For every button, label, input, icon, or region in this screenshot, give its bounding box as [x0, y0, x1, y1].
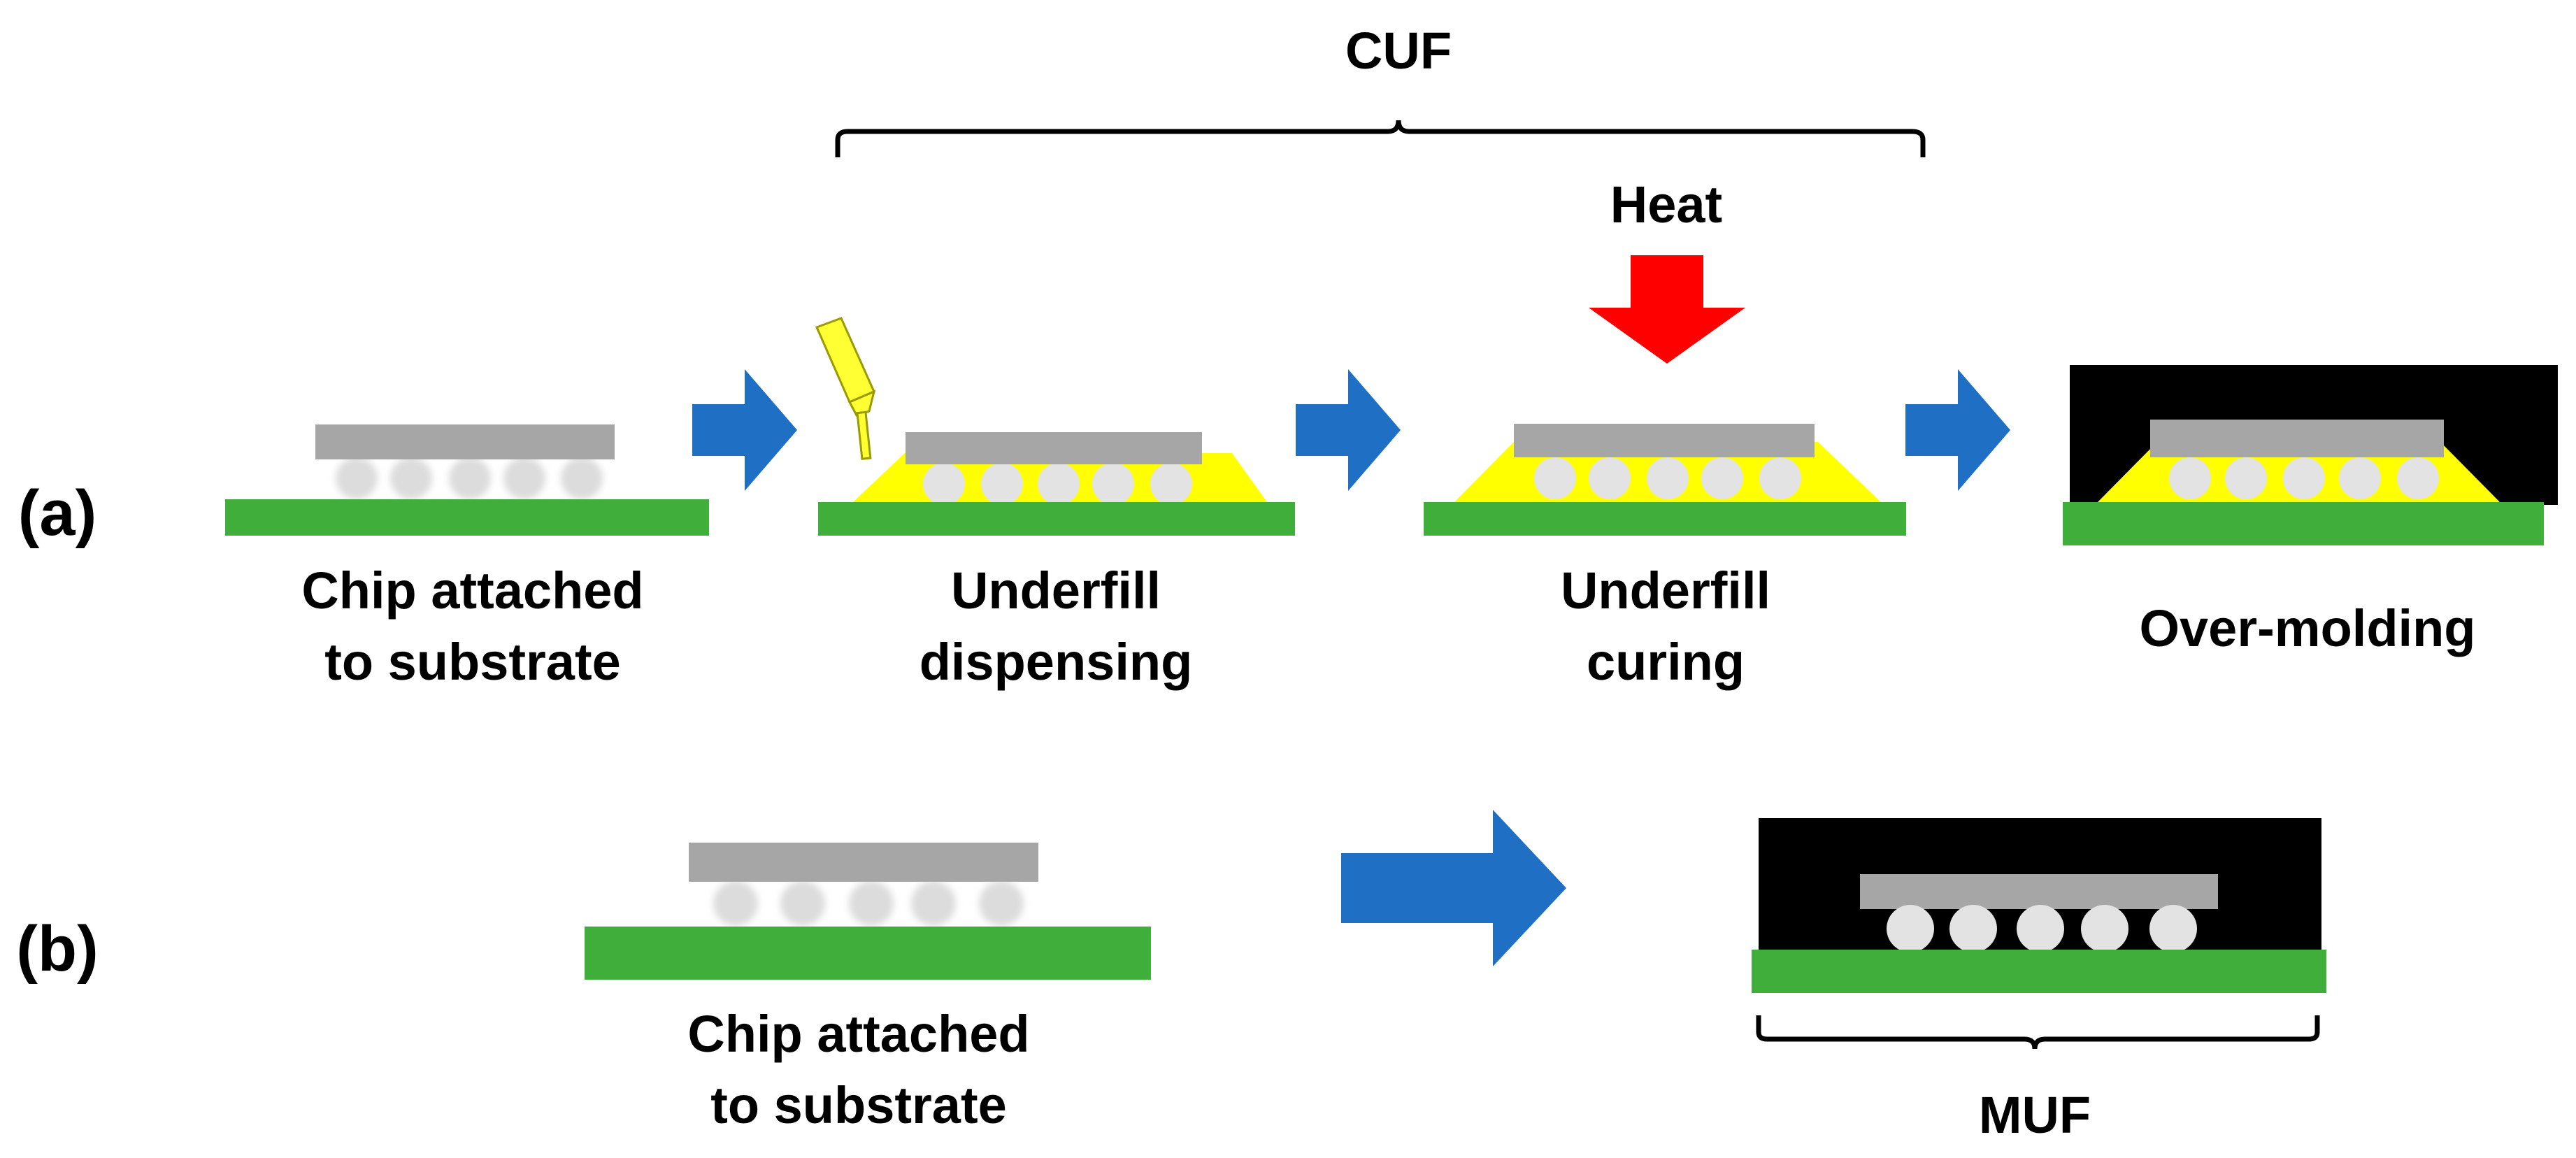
substrate	[1424, 502, 1906, 536]
solder-ball	[2397, 457, 2439, 499]
process-arrow-icon	[1296, 369, 1401, 491]
solder-ball	[713, 881, 758, 926]
step-dispensing-label-2: dispensing	[920, 633, 1193, 691]
row-b-label: (b)	[16, 913, 98, 985]
assembly-chip-attached-a	[225, 424, 709, 536]
solder-ball	[1038, 463, 1080, 505]
chip	[2150, 420, 2444, 457]
substrate	[585, 927, 1151, 980]
heat-arrow-icon	[1589, 255, 1745, 364]
assembly-muf	[1752, 818, 2326, 993]
step-chip-attached-b-label-1: Chip attached	[687, 1005, 1029, 1063]
solder-ball	[1589, 457, 1631, 499]
chip	[906, 432, 1202, 464]
step-chip-attached-label-1: Chip attached	[301, 562, 643, 620]
solder-ball	[1759, 457, 1801, 499]
solder-ball	[1701, 457, 1743, 499]
solder-ball	[2081, 905, 2128, 952]
process-arrow-icon	[692, 369, 797, 491]
solder-ball	[449, 457, 491, 499]
step-dispensing-label-1: Underfill	[951, 562, 1161, 620]
solder-ball	[2149, 905, 2197, 952]
chip	[1860, 874, 2218, 909]
heat-label: Heat	[1610, 176, 1722, 234]
assembly-underfill-dispensing	[818, 432, 1295, 536]
process-arrow-icon	[1341, 810, 1566, 966]
solder-ball	[390, 457, 432, 499]
chip	[315, 424, 615, 459]
assembly-underfill-curing	[1424, 424, 1906, 536]
solder-ball	[2225, 457, 2267, 499]
step-chip-attached-b-label-2: to substrate	[710, 1076, 1007, 1134]
solder-ball	[979, 881, 1024, 926]
solder-ball	[1092, 463, 1134, 505]
solder-ball	[561, 457, 603, 499]
chip	[689, 843, 1038, 882]
syringe-icon	[815, 317, 876, 460]
solder-ball	[2339, 457, 2381, 499]
solder-ball	[1887, 905, 1934, 952]
solder-ball	[2017, 905, 2064, 952]
step-curing-label-2: curing	[1587, 633, 1745, 691]
solder-ball	[981, 463, 1023, 505]
chip	[1514, 424, 1815, 457]
step-curing-label-1: Underfill	[1561, 562, 1770, 620]
solder-ball	[849, 881, 894, 926]
solder-ball	[2169, 457, 2211, 499]
solder-ball	[503, 457, 545, 499]
assembly-over-molding	[2063, 365, 2558, 545]
muf-bracket	[1756, 1015, 2320, 1050]
assembly-chip-attached-b	[585, 843, 1151, 980]
solder-ball	[1150, 463, 1192, 505]
substrate	[225, 499, 709, 536]
solder-ball	[1534, 457, 1576, 499]
solder-ball	[1647, 457, 1689, 499]
row-a-label: (a)	[18, 478, 96, 549]
solder-ball	[1949, 905, 1997, 952]
cuf-bracket	[835, 120, 1926, 157]
solder-ball	[336, 457, 378, 499]
substrate	[1752, 950, 2326, 993]
step-over-molding-label: Over-molding	[2139, 599, 2475, 657]
solder-ball	[911, 881, 956, 926]
solder-ball	[2283, 457, 2325, 499]
step-chip-attached-label-2: to substrate	[324, 633, 621, 691]
solder-ball	[780, 881, 825, 926]
substrate	[2063, 502, 2544, 545]
process-arrow-icon	[1905, 369, 2010, 491]
cuf-label: CUF	[1345, 22, 1452, 80]
muf-label: MUF	[1979, 1086, 2091, 1144]
substrate	[818, 502, 1295, 536]
solder-ball	[923, 463, 965, 505]
